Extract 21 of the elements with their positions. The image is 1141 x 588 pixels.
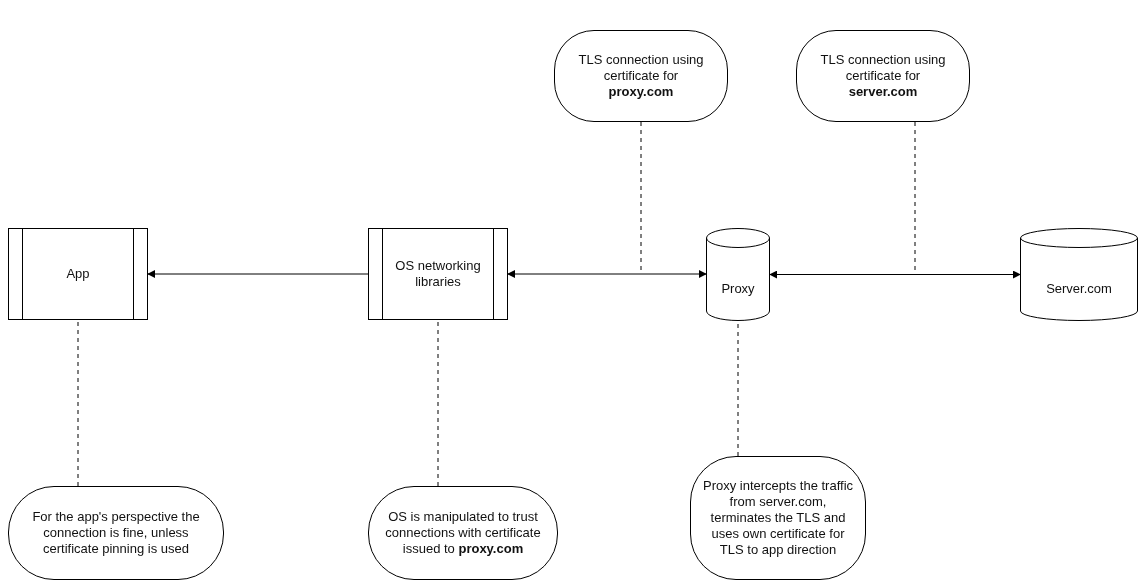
leader-line [77, 319, 79, 487]
node-text: Server.com [1046, 280, 1112, 297]
cylinder-shape [1020, 228, 1138, 321]
callout-bubble [796, 30, 970, 122]
node-text: OS networking libraries [394, 258, 482, 290]
node-text: Proxy [721, 280, 755, 297]
callout-bubble [554, 30, 728, 122]
node-text: Proxy intercepts the traffic from server.com, terminates the TLS and uses own certificate for TLS to app direction [701, 478, 854, 558]
node-text: TLS connection using certificate for server.com [819, 52, 947, 100]
callout-bubble [690, 456, 866, 580]
arrow [769, 270, 1021, 279]
arrow [147, 270, 369, 278]
leader-line [437, 319, 439, 487]
node-text: For the app's perspective the connection is fine, unless certificate pinning is used [31, 509, 201, 557]
cylinder-shape [706, 228, 770, 321]
process-box [8, 228, 148, 320]
arrow [507, 270, 707, 278]
node-text: App [66, 266, 90, 282]
process-box [368, 228, 508, 320]
node-text: TLS connection using certificate for proxy.com [577, 52, 705, 100]
node-text: OS is manipulated to trust connections with certificate issued to proxy.com [384, 509, 542, 557]
